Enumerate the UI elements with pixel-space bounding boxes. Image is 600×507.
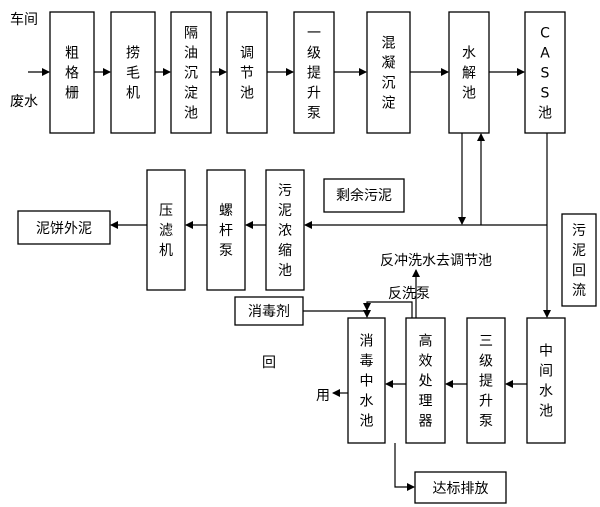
reuse-label-part1: 回: [262, 355, 276, 371]
box-oil-separation-tank: 隔油沉淀池: [170, 11, 212, 134]
box-hair-catcher-label: 捞毛机: [126, 46, 140, 102]
box-sludge-thickening-tank: 污泥浓缩池: [265, 169, 305, 291]
box-hydrolysis-tank-label: 水解池: [462, 46, 476, 102]
box-primary-lift-pump-label: 一级提升泵: [307, 26, 321, 122]
box-disinfection-reuse-tank-label: 消毒中水池: [360, 334, 374, 430]
box-coarse-screen: 粗格栅: [49, 11, 95, 134]
box-hydrolysis-tank: 水解池: [448, 11, 490, 134]
box-disinfectant-label: 消毒剂: [248, 304, 290, 320]
box-coagulation-sedimentation: 混凝沉淀: [366, 11, 411, 134]
box-sludge-cake-output: 泥饼外泥: [17, 210, 111, 245]
arrow-disinfectant-to-tank: [303, 310, 371, 318]
box-intermediate-tank-label: 中间水池: [539, 344, 553, 420]
box-sludge-return-label: 污泥回流: [572, 223, 586, 299]
box-screw-pump: 螺杆泵: [206, 169, 246, 291]
box-sludge-cake-output-label: 泥饼外泥: [36, 221, 92, 237]
box-discharge-standard-label: 达标排放: [433, 481, 489, 497]
box-filter-press: 压滤机: [146, 169, 186, 291]
box-oil-separation-tank-label: 隔油沉淀池: [184, 26, 198, 122]
box-high-efficiency-processor-label: 高效处理器: [419, 333, 433, 430]
box-coagulation-sedimentation-label: 混凝沉淀: [382, 36, 396, 112]
input-label-line2: 废水: [10, 94, 38, 110]
input-label-line1: 车间: [10, 11, 38, 28]
box-adjustment-tank-label: 调节池: [240, 46, 254, 102]
backwash-to-adjustment-label: 反冲洗水去调节池: [380, 253, 492, 269]
arrow-backwash-pump: [363, 301, 413, 318]
box-disinfection-reuse-tank: 消毒中水池: [347, 317, 386, 444]
box-intermediate-tank: 中间水池: [526, 317, 566, 444]
box-disinfectant: 消毒剂: [234, 296, 304, 326]
box-tertiary-lift-pump: 三级提升泵: [466, 317, 506, 444]
excess-sludge-label: 剩余污泥: [336, 187, 392, 204]
excess-sludge-label-box: 剩余污泥: [323, 178, 405, 213]
arrow-to-discharge: [394, 443, 415, 491]
box-coarse-screen-label: 粗格栅: [65, 46, 79, 102]
box-hair-catcher: 捞毛机: [110, 11, 156, 134]
box-sludge-return: 污泥回流: [561, 213, 597, 307]
box-primary-lift-pump: 一级提升泵: [293, 11, 335, 134]
box-discharge-standard: 达标排放: [414, 471, 507, 504]
box-tertiary-lift-pump-label: 三级提升泵: [479, 334, 493, 430]
box-sludge-thickening-tank-label: 污泥浓缩池: [278, 183, 292, 279]
backwash-pump-label: 反洗泵: [388, 286, 430, 302]
box-filter-press-label: 压滤机: [159, 203, 173, 259]
box-screw-pump-label: 螺杆泵: [219, 203, 233, 259]
box-high-efficiency-processor: 高效处理器: [405, 317, 446, 444]
reuse-label-part2: 用: [316, 388, 330, 404]
box-adjustment-tank: 调节池: [226, 11, 268, 134]
